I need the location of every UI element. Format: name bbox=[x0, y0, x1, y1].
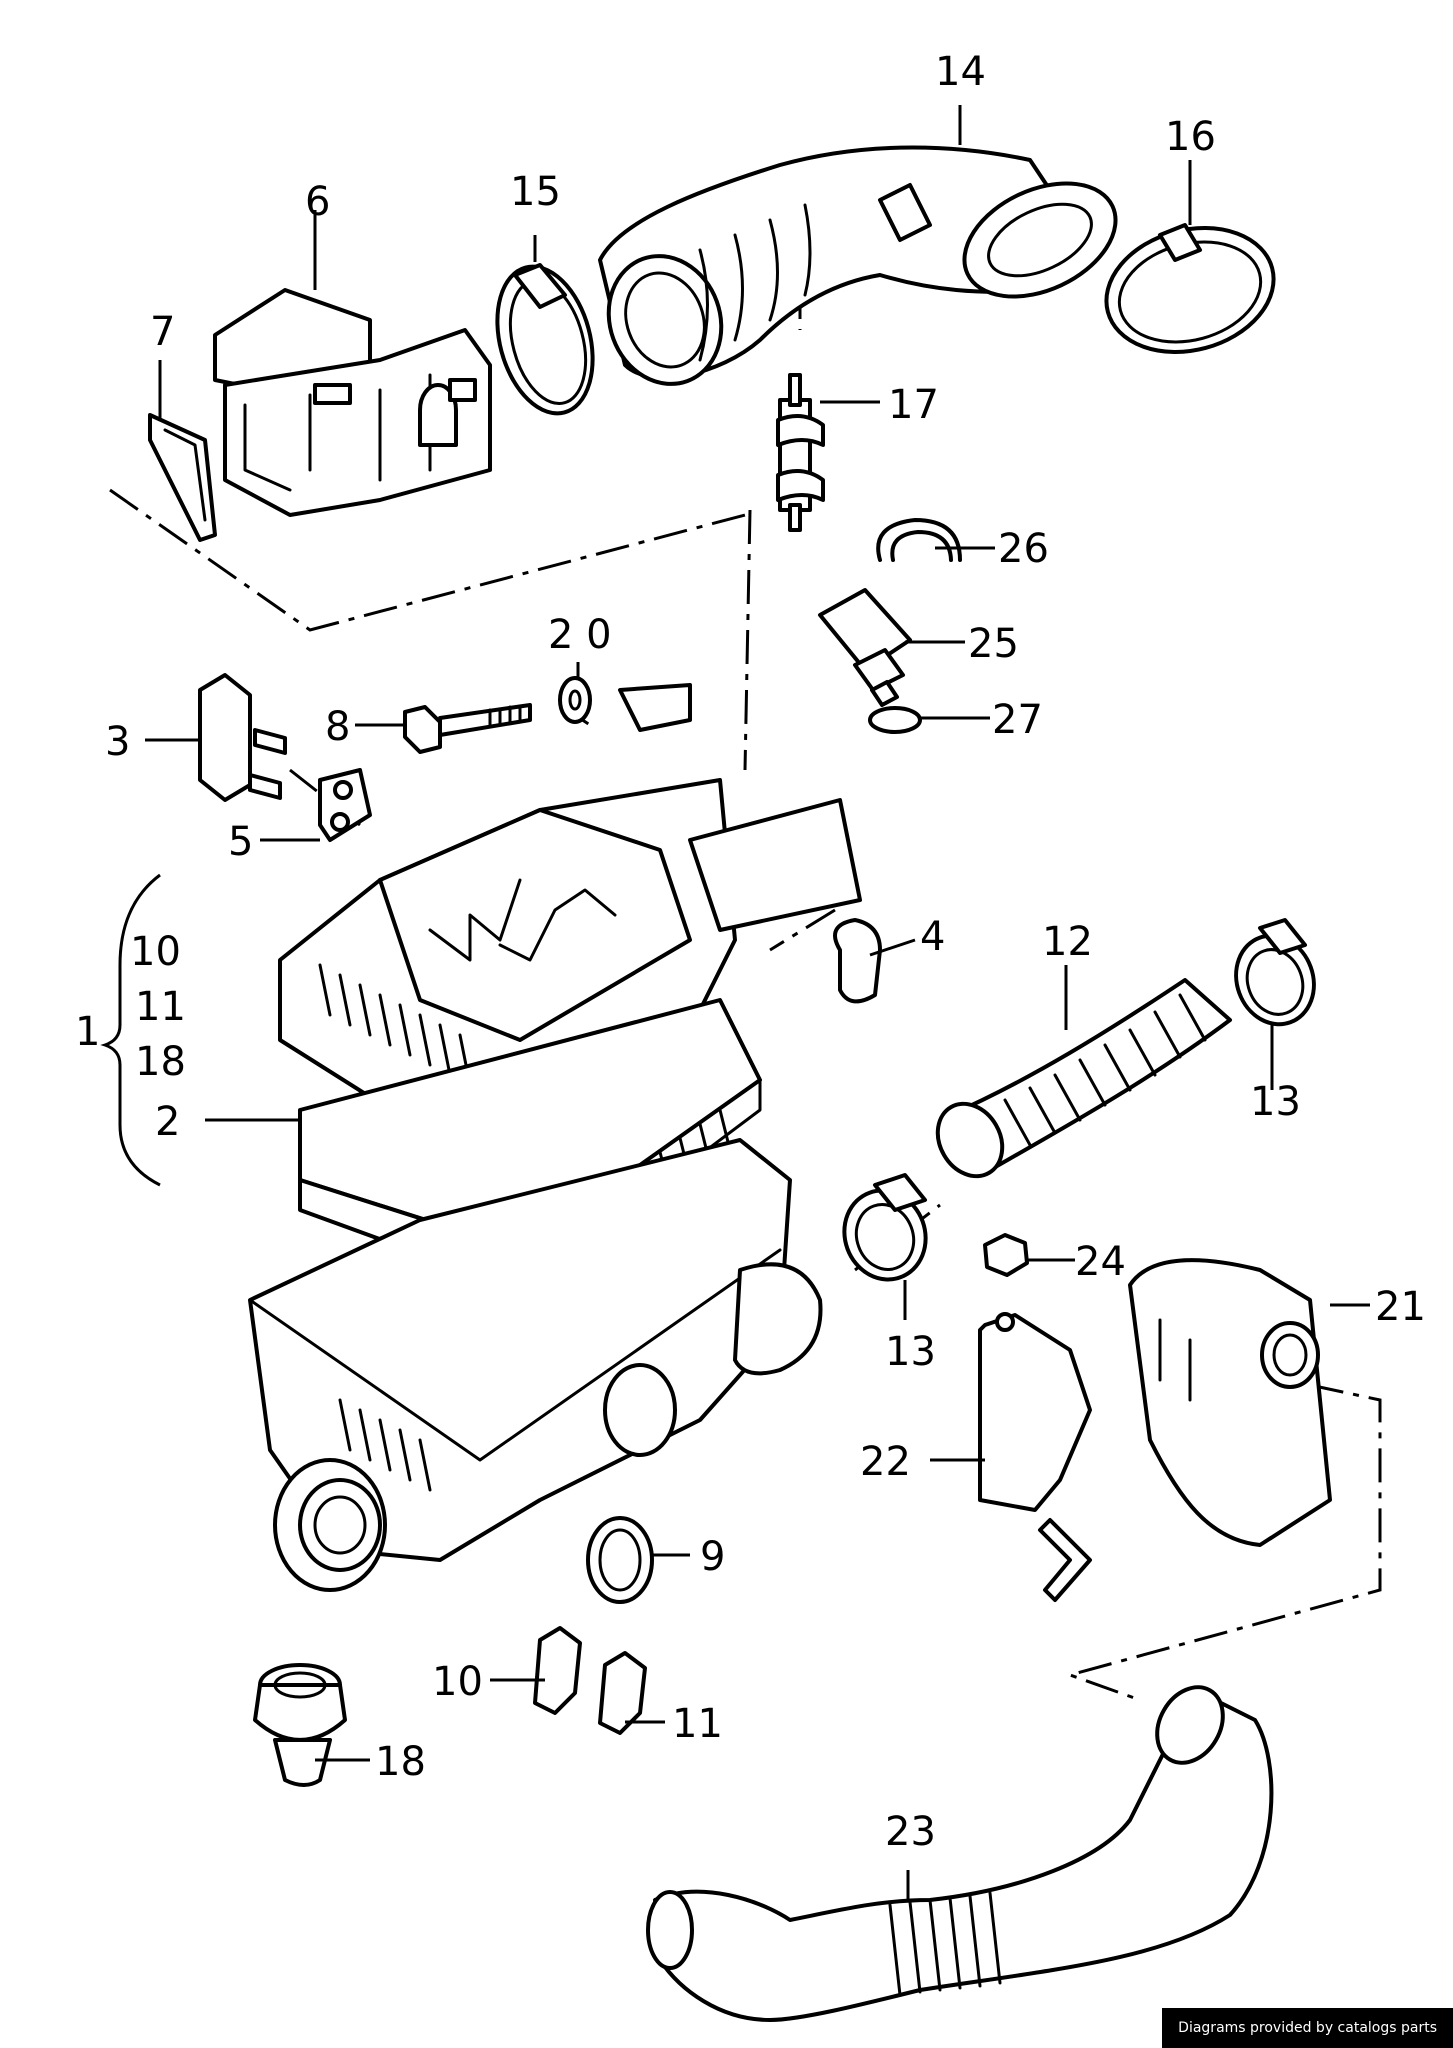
leader-lines bbox=[145, 105, 1370, 1900]
callout-25: 25 bbox=[968, 621, 1019, 667]
air-mass-meter bbox=[213, 288, 492, 517]
callout-6: 6 bbox=[305, 179, 330, 225]
callout-labels: 6 7 15 14 16 17 26 2 0 25 27 8 3 5 10 11… bbox=[75, 49, 1426, 1855]
corrugated-hose-12 bbox=[935, 978, 1232, 1179]
callout-14: 14 bbox=[935, 49, 986, 95]
callout-11-group: 11 bbox=[135, 984, 186, 1030]
clip-10 bbox=[533, 1626, 582, 1715]
callout-17: 17 bbox=[888, 382, 939, 428]
callout-26: 26 bbox=[998, 526, 1049, 572]
temperature-sensor-25 bbox=[818, 588, 912, 707]
callout-11: 11 bbox=[672, 1701, 723, 1747]
callout-5: 5 bbox=[228, 819, 253, 865]
o-ring-27 bbox=[868, 706, 922, 734]
callout-24: 24 bbox=[1075, 1239, 1126, 1285]
t-connector-17 bbox=[776, 373, 825, 532]
callout-15: 15 bbox=[510, 169, 561, 215]
clip-11 bbox=[598, 1651, 647, 1735]
mount-bracket-3 bbox=[198, 673, 287, 802]
callout-18: 18 bbox=[375, 1739, 426, 1785]
rubber-plug-18 bbox=[253, 1663, 347, 1787]
callout-16: 16 bbox=[1165, 114, 1216, 160]
callout-27: 27 bbox=[992, 697, 1043, 743]
callout-20: 2 0 bbox=[548, 612, 612, 658]
breather-hose-23 bbox=[646, 1685, 1274, 2022]
intake-hose-14 bbox=[598, 145, 1118, 386]
callout-13-upper: 13 bbox=[1250, 1079, 1301, 1125]
callout-10-group: 10 bbox=[130, 929, 181, 975]
callout-9: 9 bbox=[700, 1534, 725, 1580]
gasket-7 bbox=[148, 413, 217, 542]
resonator-21 bbox=[1128, 1258, 1332, 1547]
callout-8: 8 bbox=[325, 704, 350, 750]
diagram-credit-badge: Diagrams provided by catalogs parts bbox=[1162, 2008, 1453, 2048]
callout-12: 12 bbox=[1042, 919, 1093, 965]
callout-10: 10 bbox=[432, 1659, 483, 1705]
bolt-8 bbox=[403, 703, 532, 754]
callout-13-lower: 13 bbox=[885, 1329, 936, 1375]
group-bracket-1 bbox=[100, 873, 161, 1187]
callout-3: 3 bbox=[105, 719, 130, 765]
washer-20 bbox=[558, 676, 592, 724]
ring-9 bbox=[586, 1516, 654, 1604]
mounting-plate-5 bbox=[318, 768, 372, 842]
clip-26 bbox=[876, 518, 962, 562]
assembly-dash-lines bbox=[109, 285, 1382, 1702]
nut-24 bbox=[983, 1233, 1029, 1277]
hose-clamp-13-upper bbox=[1234, 918, 1316, 1027]
clip-4 bbox=[833, 918, 882, 1004]
hose-clamp-15 bbox=[495, 263, 595, 416]
callout-4: 4 bbox=[920, 914, 945, 960]
hose-clamp-16 bbox=[1104, 223, 1276, 354]
callout-18-group: 18 bbox=[135, 1039, 186, 1085]
callout-21: 21 bbox=[1375, 1284, 1426, 1330]
callout-2: 2 bbox=[155, 1099, 180, 1145]
hose-clamp-13-lower bbox=[842, 1173, 928, 1282]
callout-22: 22 bbox=[860, 1439, 911, 1485]
air-filter-lower-housing bbox=[248, 1138, 823, 1592]
callout-1: 1 bbox=[75, 1009, 100, 1055]
bracket-22 bbox=[978, 1312, 1092, 1602]
callout-7: 7 bbox=[150, 309, 175, 355]
callout-23: 23 bbox=[885, 1809, 936, 1855]
